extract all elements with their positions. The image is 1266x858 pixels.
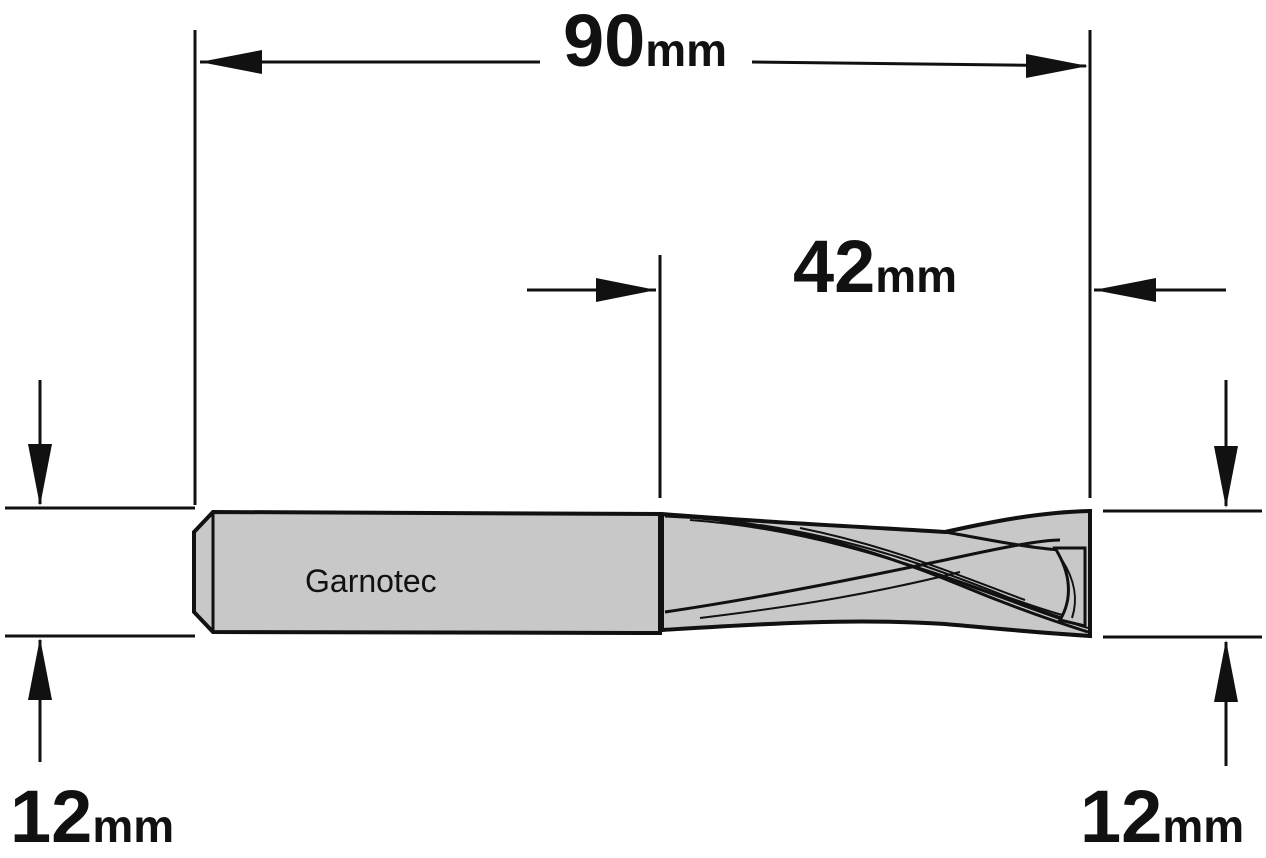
brand-label: Garnotec — [305, 563, 437, 599]
arrowhead-left — [200, 50, 262, 74]
shank-diameter-label: 12mm — [10, 775, 174, 858]
cutting-diameter-label: 12mm — [1080, 775, 1244, 858]
arrowhead-cut-left — [596, 278, 656, 302]
overall-length-label: 90mm — [563, 0, 727, 82]
arrowhead-cut-bottom — [1214, 640, 1238, 702]
arrowhead-cut-right — [1094, 278, 1156, 302]
shank-diameter-dimension: 12mm — [5, 380, 195, 858]
cutting-length-label: 42mm — [793, 225, 957, 308]
arrowhead-shank-top — [28, 444, 52, 506]
arrowhead-right — [1026, 54, 1088, 78]
arrowhead-shank-bottom — [28, 638, 52, 700]
flute-spirals — [664, 514, 1089, 634]
router-bit — [192, 508, 1092, 639]
arrowhead-cut-top — [1214, 446, 1238, 508]
overall-length-dimension: 90mm — [193, 0, 1092, 505]
cutting-diameter-dimension: 12mm — [1080, 380, 1262, 858]
cutting-length-dimension: 42mm — [527, 225, 1226, 498]
